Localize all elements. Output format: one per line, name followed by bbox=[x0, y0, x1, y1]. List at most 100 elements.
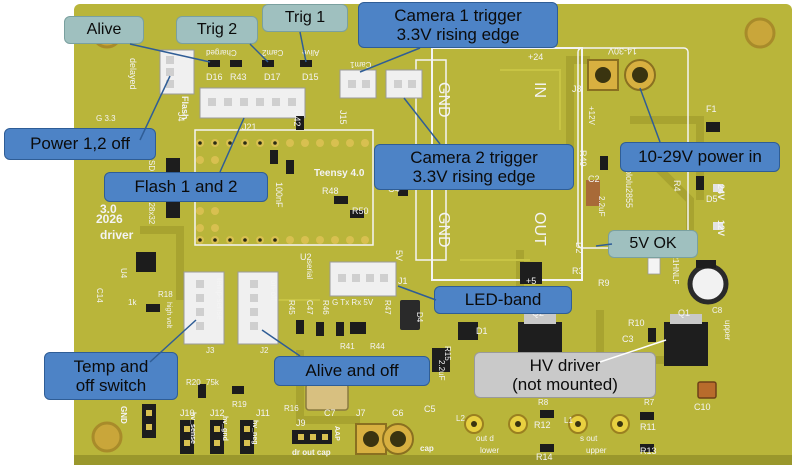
silk-v30: 3.0 bbox=[100, 202, 117, 216]
silk-serial: serial bbox=[305, 260, 314, 280]
silk-c2: C2 bbox=[588, 174, 600, 184]
silk-c8: C8 bbox=[712, 306, 723, 315]
silk-j1: J1 bbox=[398, 276, 408, 286]
silk-in: IN bbox=[531, 82, 548, 98]
silk-c10: C10 bbox=[694, 402, 711, 412]
silk-2-2uf: 2.2uF bbox=[437, 360, 446, 381]
silk-c6: C6 bbox=[392, 408, 404, 418]
silk-r16: R16 bbox=[284, 404, 299, 413]
silk-d5: D5 bbox=[706, 194, 718, 204]
silk-r46: R46 bbox=[321, 300, 330, 315]
silk-r41: R41 bbox=[340, 342, 355, 351]
silk-j7: J7 bbox=[356, 408, 366, 418]
silk-driver: driver bbox=[100, 228, 134, 242]
silk-c2val: 2.2uF bbox=[597, 196, 606, 217]
callout-led-band: LED-band bbox=[434, 286, 572, 314]
silk-hv-gnd: hv_gnd bbox=[221, 416, 228, 441]
silk-gnd-left: GND bbox=[119, 406, 128, 424]
silk-12v: 12V bbox=[716, 220, 726, 237]
silk-r43: R43 bbox=[230, 72, 247, 82]
silk-out-d: out d bbox=[476, 434, 494, 443]
smd-parts bbox=[136, 60, 720, 452]
silk-2026: 2026 bbox=[96, 212, 123, 226]
silk-c7: C7 bbox=[324, 408, 336, 418]
silk-r3: R3 bbox=[572, 266, 584, 276]
silk-1k: 1k bbox=[128, 298, 137, 307]
silk-alive: Alive bbox=[302, 48, 320, 57]
silk-r13: R13 bbox=[640, 446, 657, 456]
silk-cam1: Cam1 bbox=[350, 60, 372, 69]
silk-100nf: 100nF bbox=[274, 182, 284, 208]
silk-j21: J21 bbox=[242, 122, 257, 132]
silk-s-out: s out bbox=[580, 434, 598, 443]
buzzer bbox=[687, 263, 729, 305]
silk-g33: G 3.3 bbox=[96, 114, 116, 123]
silk-dr-out-cap: dr out cap bbox=[292, 448, 331, 457]
silk-d1: D1 bbox=[476, 326, 488, 336]
silk-lower: lower bbox=[480, 446, 500, 455]
silk-j4: J4 bbox=[176, 112, 186, 122]
silk-cap: cap bbox=[420, 444, 434, 453]
silk-24v: 24V bbox=[716, 184, 726, 201]
silk-r47: R47 bbox=[383, 300, 392, 315]
callout-alive-and-off: Alive and off bbox=[274, 356, 430, 386]
silk-sd: SD bbox=[147, 160, 156, 172]
silk-d4: D4 bbox=[415, 312, 424, 323]
silk-j11: J11 bbox=[256, 408, 270, 418]
silk-75k: 75k bbox=[206, 378, 219, 387]
silk-c47: C47 bbox=[305, 300, 314, 315]
silk-r14: R14 bbox=[536, 452, 553, 462]
silk-r50: R50 bbox=[352, 206, 369, 216]
silk-j12: J12 bbox=[210, 408, 225, 418]
silk-c3: C3 bbox=[622, 334, 634, 344]
silk-j8: J8 bbox=[572, 84, 582, 94]
silk-j3: J3 bbox=[206, 346, 215, 355]
silk-gnd-top: GND bbox=[435, 82, 452, 118]
silk-j15: J15 bbox=[338, 110, 348, 125]
silk-r18: R18 bbox=[158, 290, 173, 299]
silk-r48: R48 bbox=[322, 186, 339, 196]
callout-alive: Alive bbox=[64, 16, 144, 44]
silk-charged: Charged bbox=[206, 48, 237, 57]
silk-r4: R4 bbox=[672, 180, 682, 192]
silk-r15: R15 bbox=[443, 346, 452, 361]
silk-r11: R11 bbox=[640, 422, 656, 432]
silk-r19: R19 bbox=[232, 400, 247, 409]
silk-on-off: on-off bbox=[269, 280, 278, 301]
silk-r10: R10 bbox=[628, 318, 645, 328]
silk-plus24: +24 bbox=[528, 52, 544, 62]
silk-r42: R42 bbox=[292, 110, 302, 127]
silk-aap: AAP bbox=[333, 426, 340, 441]
silk-5v: 5V bbox=[394, 250, 404, 262]
callout-power12-off: Power 1,2 off bbox=[4, 128, 156, 160]
callout-flash12: Flash 1 and 2 bbox=[104, 172, 268, 202]
silk-r9: R9 bbox=[598, 278, 610, 288]
silk-l1: L1 bbox=[564, 416, 573, 425]
silk-j2: J2 bbox=[260, 346, 269, 355]
silk-14-30v: 14-30V bbox=[608, 46, 638, 56]
silk-u4: U4 bbox=[119, 268, 128, 279]
silk-gnd-mid: GND bbox=[435, 212, 452, 248]
silk-plus12v: +12V bbox=[587, 106, 596, 125]
callout-trig2: Trig 2 bbox=[176, 16, 258, 44]
silk-c5: C5 bbox=[424, 404, 436, 414]
silk-cam2: Cam2 bbox=[262, 48, 284, 57]
silk-teensy: Teensy 4.0 bbox=[314, 168, 365, 179]
silk-d17: D17 bbox=[264, 72, 281, 82]
silk-temp-sense: temp-sense bbox=[215, 278, 224, 320]
silk-u2: U2 bbox=[300, 252, 312, 262]
callout-temp-off-switch: Temp and off switch bbox=[44, 352, 178, 400]
silk-d16: D16 bbox=[206, 72, 223, 82]
silk-r8: R8 bbox=[538, 398, 549, 407]
silk-d15: D15 bbox=[302, 72, 319, 82]
silk-high-volt: high volt bbox=[165, 302, 172, 329]
silk-upper-right: upper bbox=[723, 320, 732, 341]
silk-r7: R7 bbox=[644, 398, 655, 407]
callout-trig1: Trig 1 bbox=[262, 4, 348, 32]
silk-j10: J10 bbox=[180, 408, 195, 418]
silk-j9: J9 bbox=[296, 418, 306, 428]
silk-r45: R45 bbox=[287, 300, 296, 315]
callout-power-in: 10-29V power in bbox=[620, 142, 780, 172]
silk-hv-sense: hv_sense bbox=[189, 412, 196, 444]
